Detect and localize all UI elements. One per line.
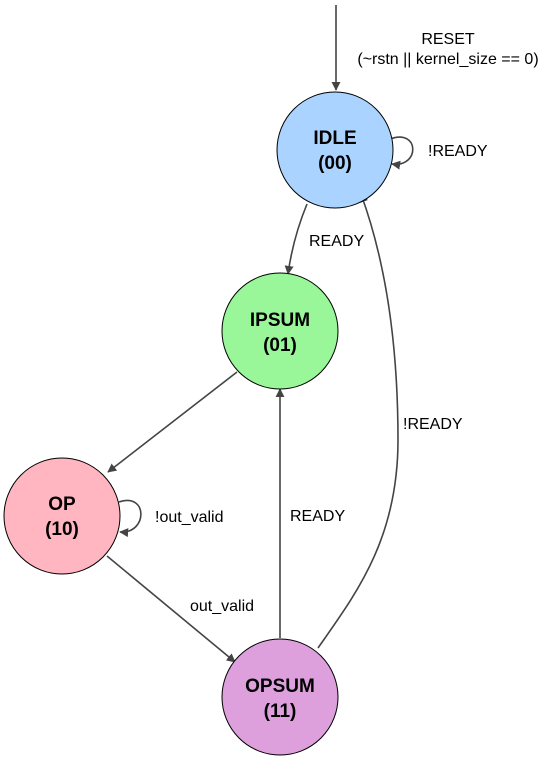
- state-ipsum-code: (01): [263, 335, 297, 356]
- state-op-circle: [3, 457, 121, 575]
- opsum-to-idle-label: !READY: [403, 416, 463, 433]
- state-opsum-code: (11): [264, 701, 297, 722]
- state-op: OP (10): [3, 457, 121, 575]
- idle-to-ipsum-arrow: [284, 203, 308, 275]
- op-to-opsum-label: out_valid: [190, 598, 254, 615]
- state-idle-code: (00): [318, 153, 352, 174]
- state-opsum-name: OPSUM: [245, 676, 315, 697]
- opsum-to-idle-arrow: [317, 193, 399, 649]
- state-op-name: OP: [48, 494, 76, 515]
- op-to-opsum-arrow: [106, 555, 236, 663]
- state-idle-name: IDLE: [313, 128, 356, 149]
- idle-self-loop-label: !READY: [428, 143, 488, 160]
- reset-label-line1: RESET: [421, 31, 475, 48]
- ipsum-to-op-arrow: [107, 371, 238, 473]
- op-self-loop-label: !out_valid: [155, 509, 224, 526]
- state-idle-circle: [276, 91, 394, 209]
- state-ipsum: IPSUM (01): [221, 272, 339, 390]
- idle-self-loop-arrow: [389, 136, 414, 170]
- state-ipsum-name: IPSUM: [250, 310, 310, 331]
- state-op-code: (10): [45, 519, 79, 540]
- state-ipsum-circle: [221, 272, 339, 390]
- state-opsum: OPSUM (11): [221, 638, 339, 756]
- opsum-to-ipsum-label: READY: [290, 508, 345, 525]
- idle-to-ipsum-label: READY: [309, 233, 364, 250]
- state-idle: IDLE (00): [276, 91, 394, 209]
- reset-label-line2: (~rstn || kernel_size == 0): [357, 51, 538, 68]
- state-opsum-circle: [221, 638, 339, 756]
- op-self-loop-arrow: [118, 499, 142, 538]
